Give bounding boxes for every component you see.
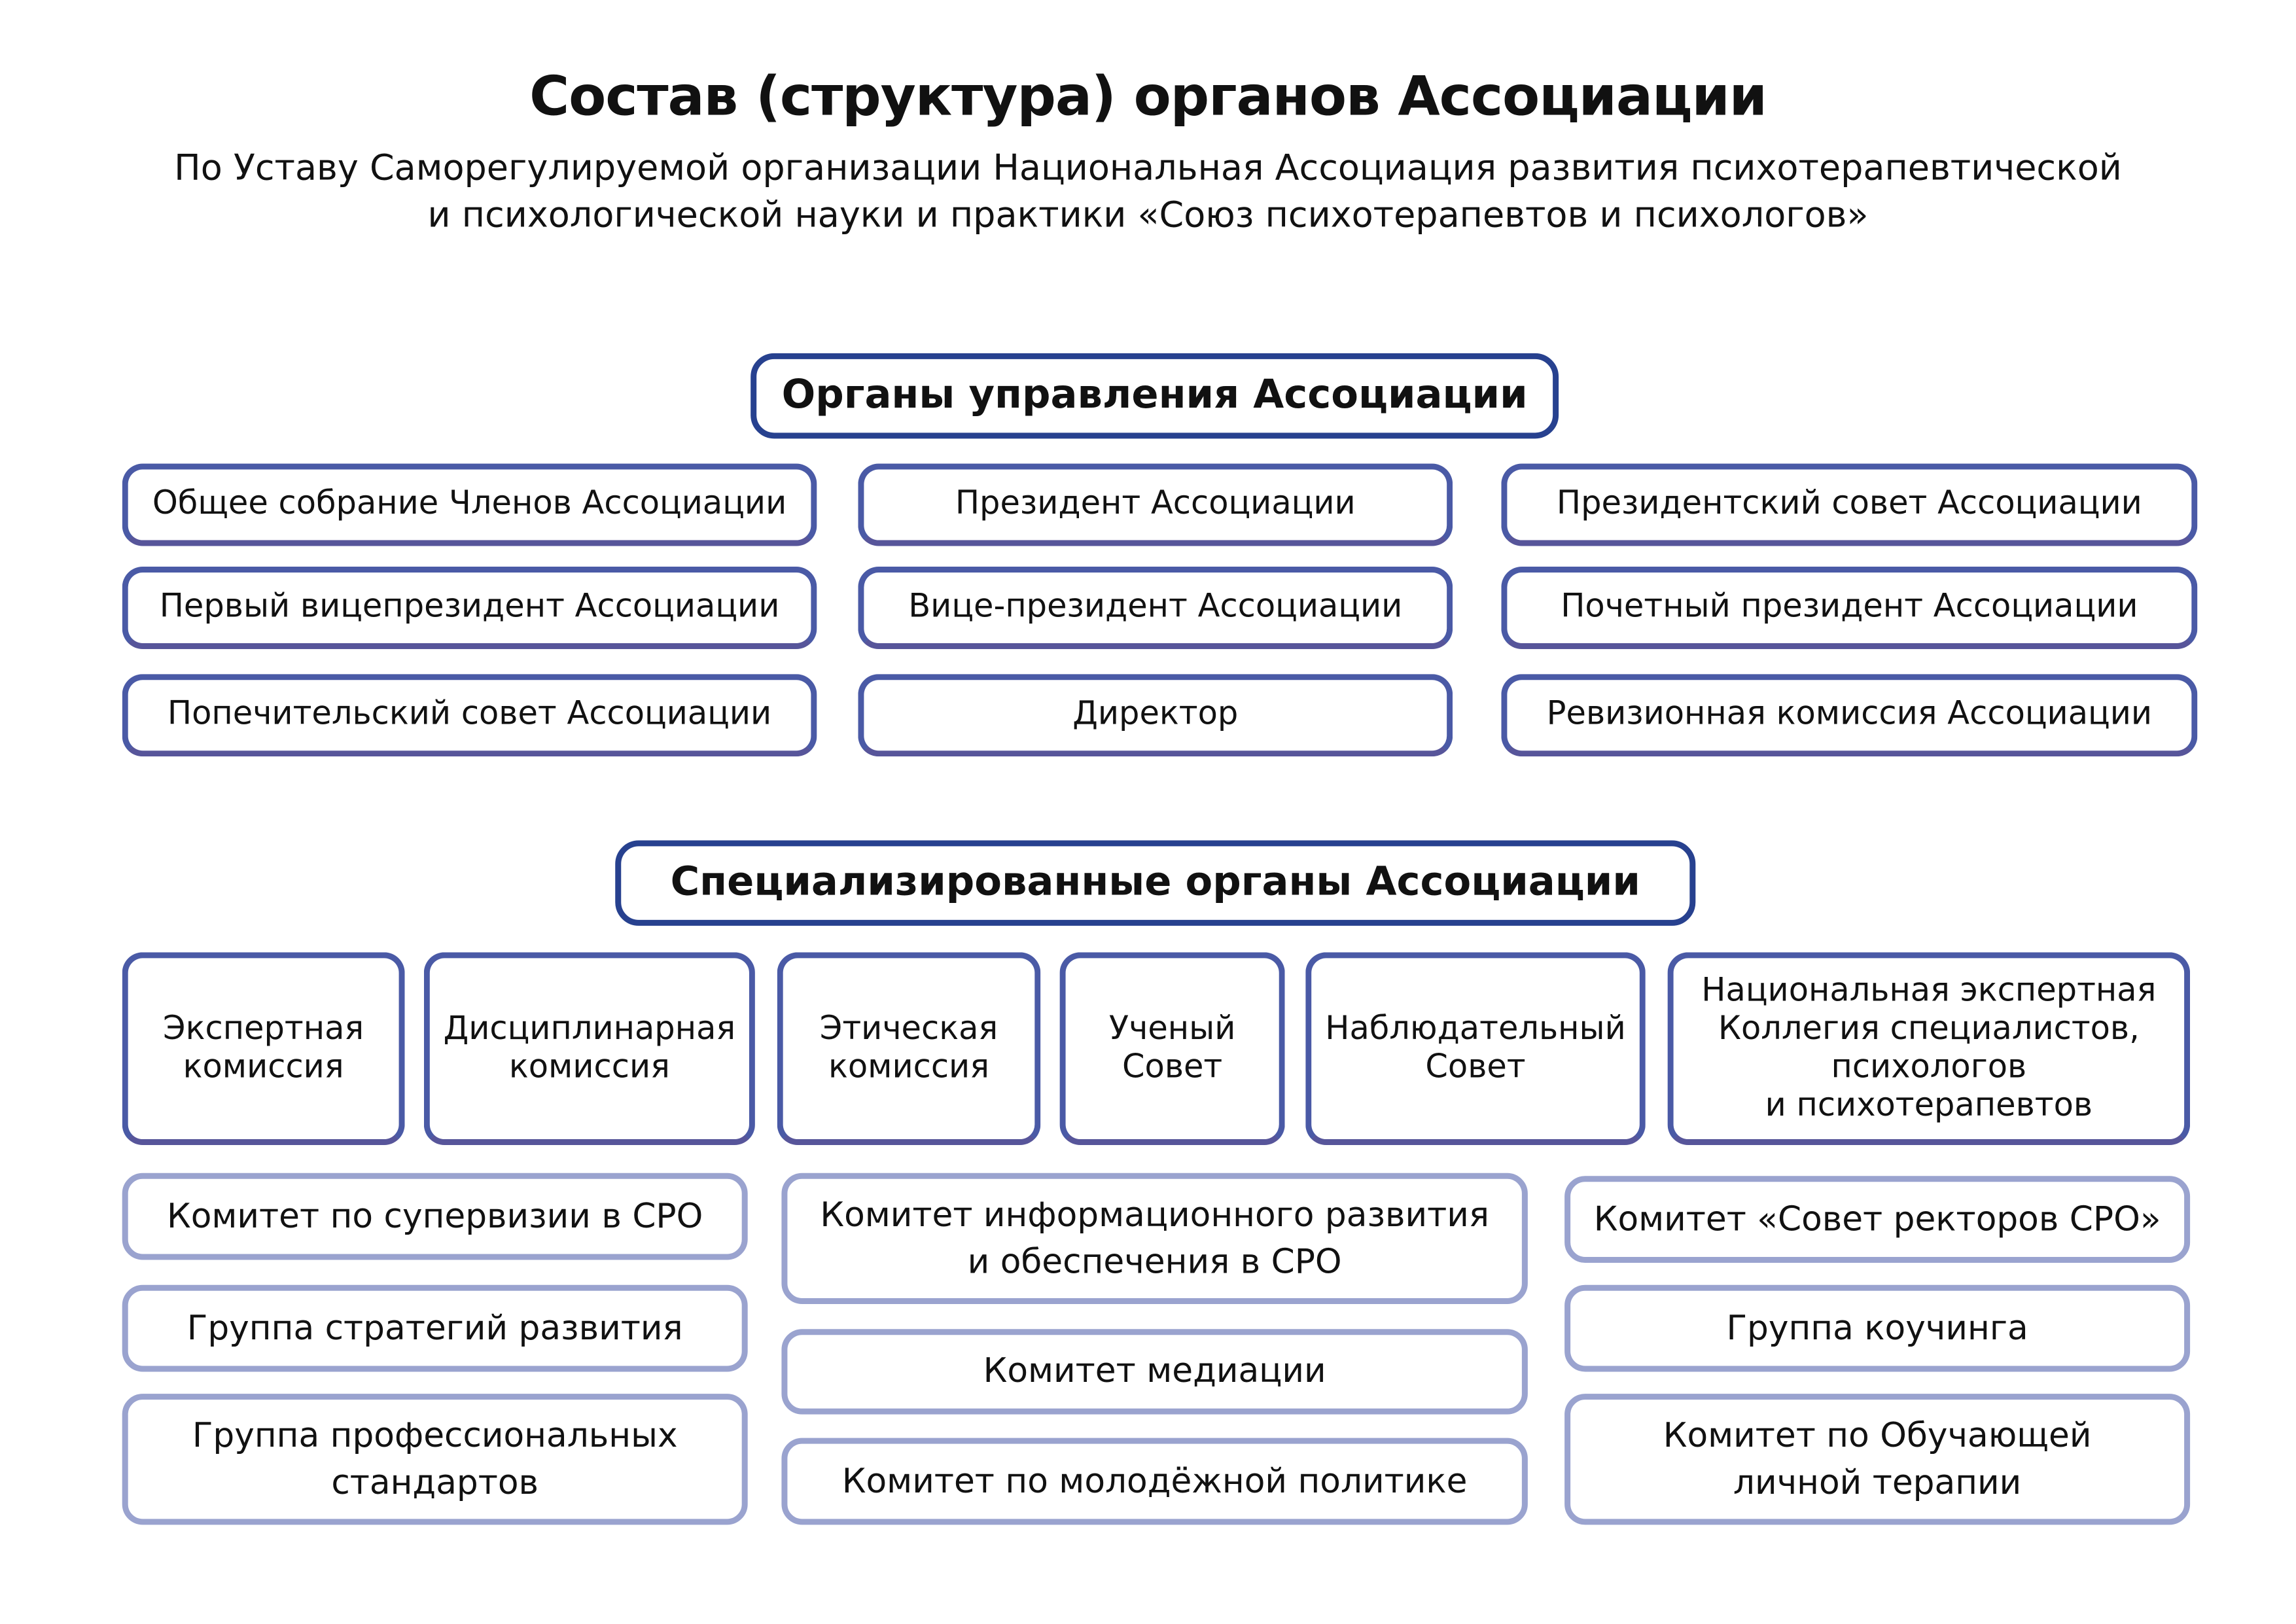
subtitle-line-2: и психологической науки и практики «Союз…	[427, 194, 1869, 236]
committee-item: Группа стратегий развития	[122, 1284, 748, 1372]
committee-item: Комитет медиации	[781, 1329, 1528, 1415]
committee-item: Группа профессиональных стандартов	[122, 1394, 748, 1525]
specialized-body: Дисциплинарная комиссия	[423, 952, 755, 1146]
page-title: Состав (структура) органов Ассоциации	[529, 64, 1767, 128]
committee-item: Комитет информационного развития и обесп…	[781, 1173, 1528, 1304]
specialized-body: Этическая комиссия	[777, 952, 1041, 1146]
specialized-body: Ученый Совет	[1059, 952, 1285, 1146]
committee-item: Комитет «Совет ректоров СРО»	[1564, 1176, 2191, 1263]
management-item: Первый вицепрезидент Ассоциации	[122, 567, 817, 649]
management-item: Вице-президент Ассоциации	[858, 567, 1453, 649]
management-item: Директор	[858, 674, 1453, 757]
management-item: Попечительский совет Ассоциации	[122, 674, 817, 757]
specialized-body: Наблюдательный Совет	[1305, 952, 1646, 1146]
management-item: Президентский совет Ассоциации	[1501, 463, 2198, 546]
management-item: Общее собрание Членов Ассоциации	[122, 463, 817, 546]
specialized-body: Национальная экспертная Коллегия специал…	[1667, 952, 2191, 1146]
committee-item: Группа коучинга	[1564, 1284, 2191, 1372]
committee-item: Комитет по молодёжной политике	[781, 1438, 1528, 1525]
committee-item: Комитет по супервизии в СРО	[122, 1173, 748, 1260]
management-item: Президент Ассоциации	[858, 463, 1453, 546]
committee-item: Комитет по Обучающей личной терапии	[1564, 1394, 2191, 1525]
management-item: Ревизионная комиссия Ассоциации	[1501, 674, 2198, 757]
management-header: Органы управления Ассоциации	[751, 353, 1559, 439]
subtitle-line-1: По Уставу Саморегулируемой организации Н…	[174, 147, 2122, 188]
management-item: Почетный президент Ассоциации	[1501, 567, 2198, 649]
specialized-header: Специализированные органы Ассоциации	[615, 840, 1696, 926]
specialized-body: Экспертная комиссия	[122, 952, 405, 1146]
